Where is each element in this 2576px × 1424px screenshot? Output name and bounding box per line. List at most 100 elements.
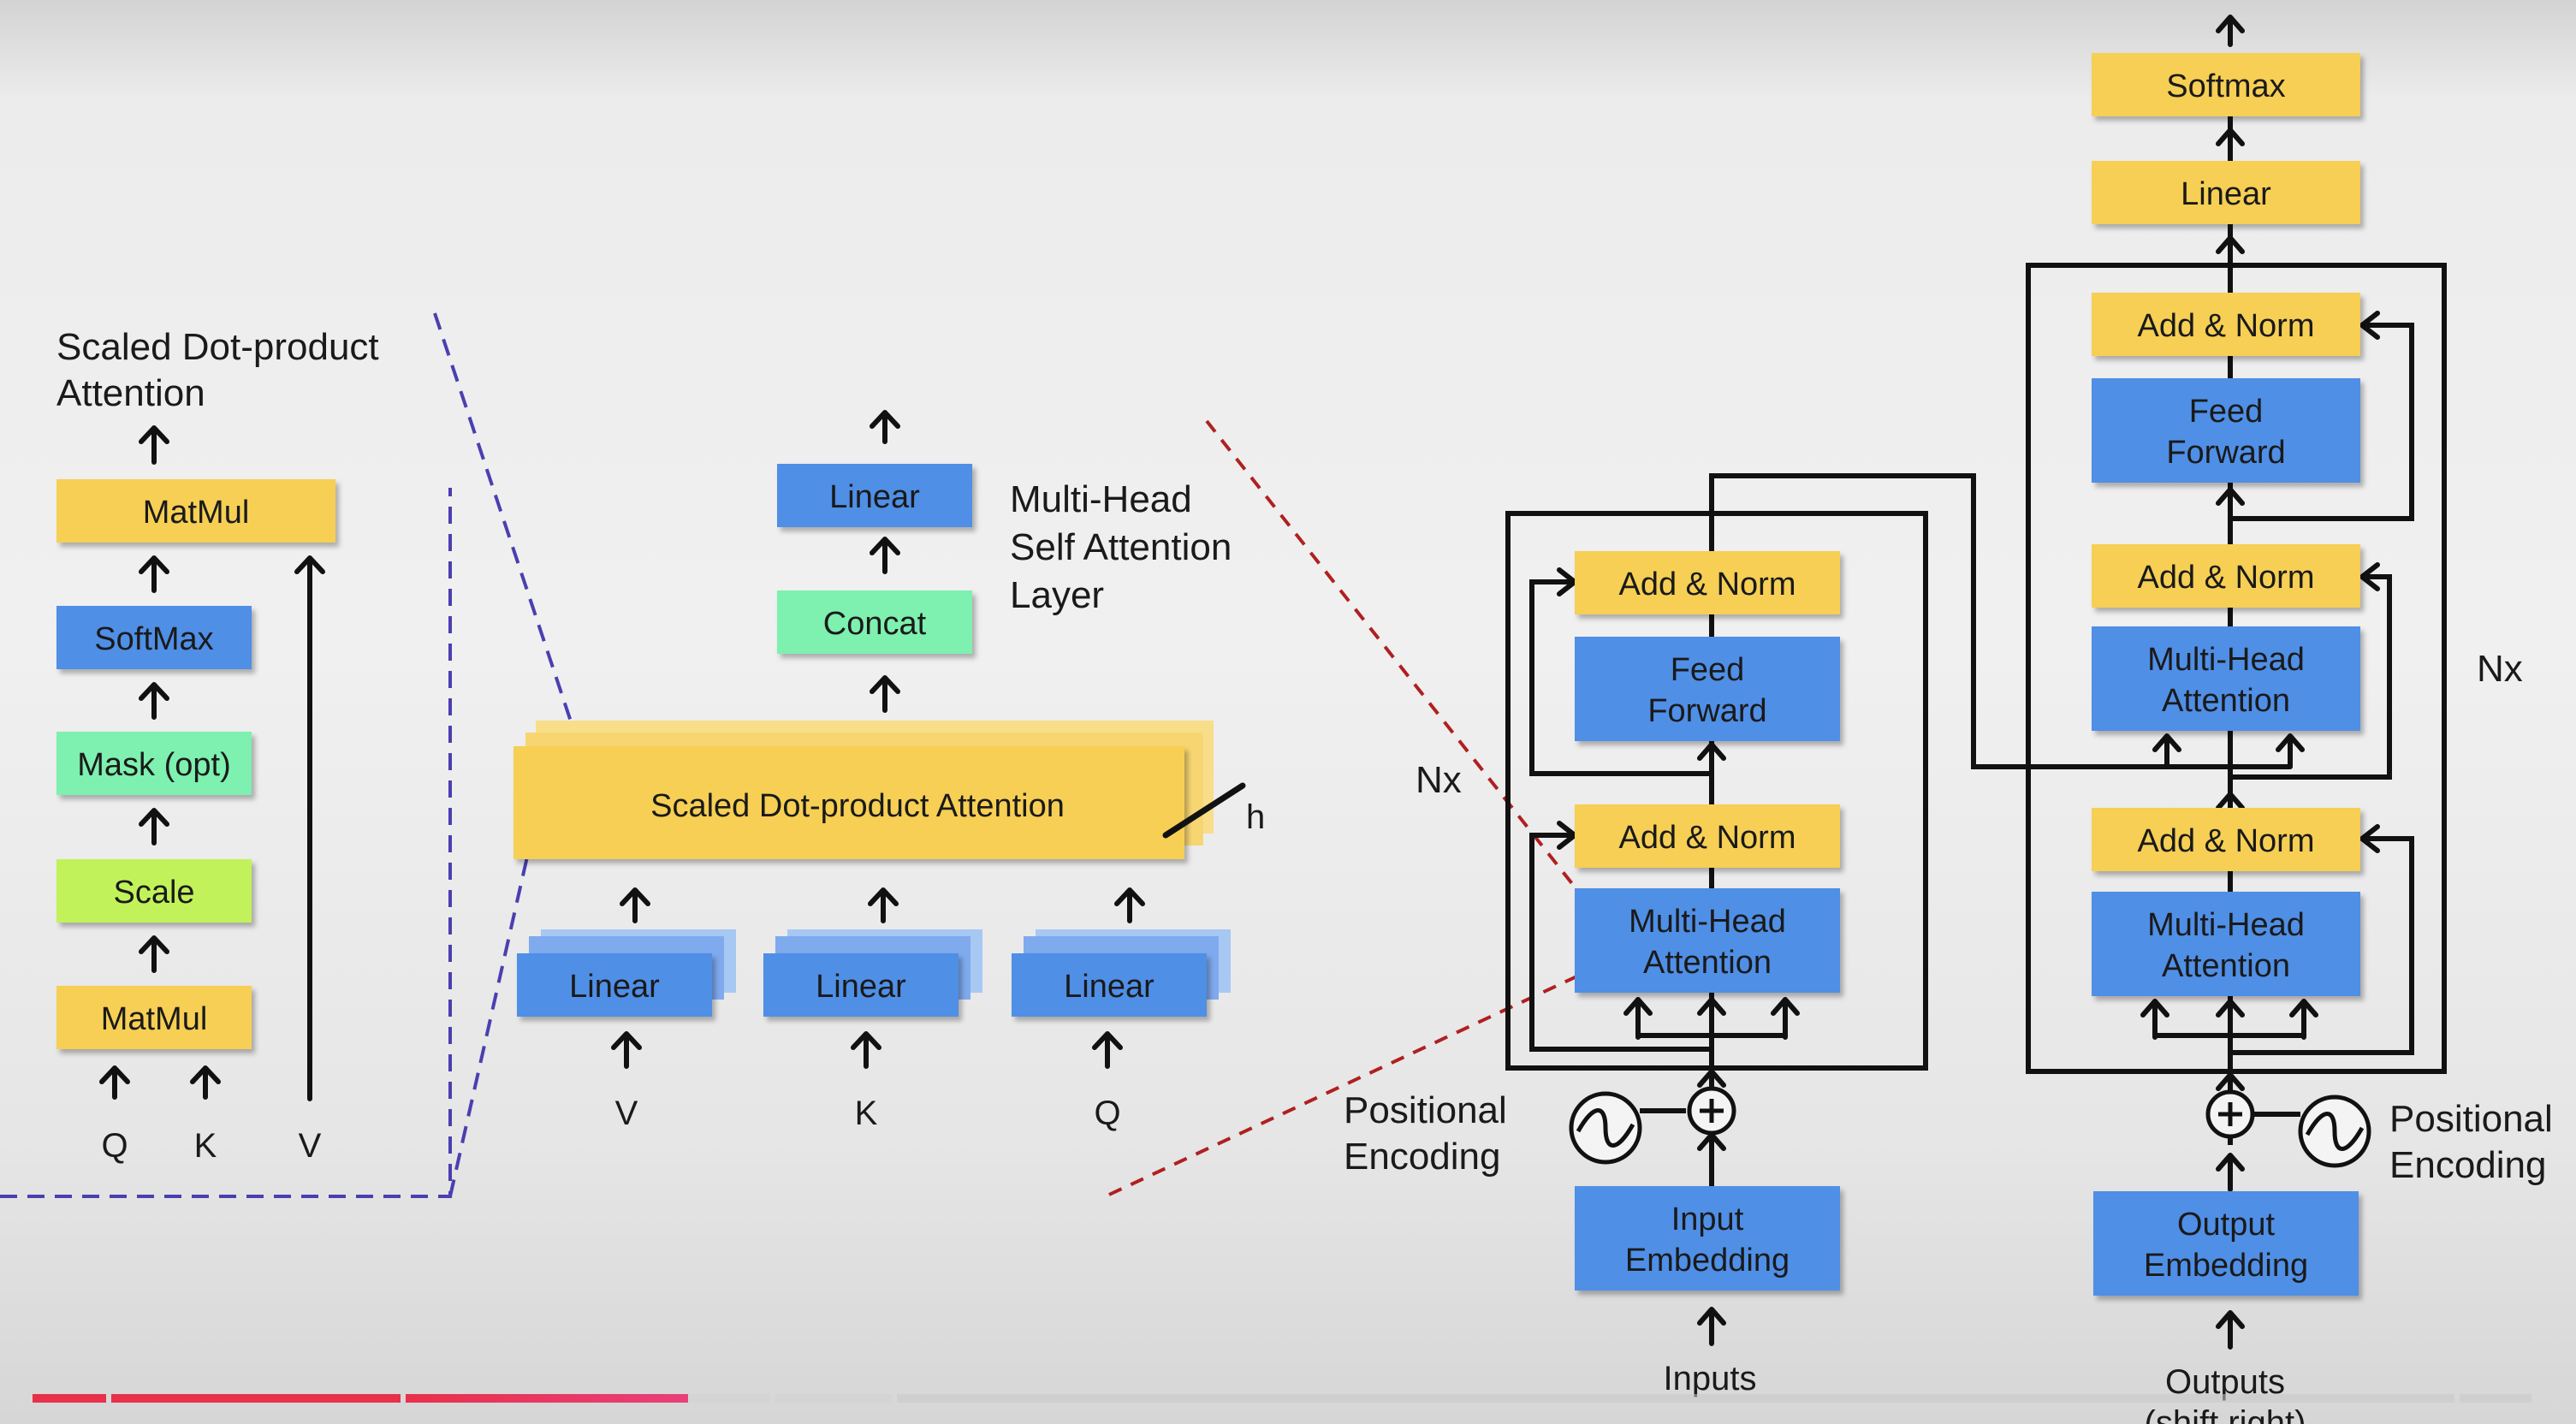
up-arrow-icon xyxy=(1623,997,1653,1040)
output-embedding-line1: Output xyxy=(2177,1207,2276,1243)
mh-input-k: K xyxy=(855,1095,878,1132)
mh-linear-out-label: Linear xyxy=(829,479,920,515)
matmul-bottom-label: MatMul xyxy=(101,1001,208,1037)
linear-k-stack: Linear xyxy=(763,929,982,1017)
sdpa-input-v: V xyxy=(299,1127,322,1165)
enc-add-icon xyxy=(1687,1086,1736,1136)
encoder-output-line xyxy=(1709,473,2167,769)
enc-ff-line2: Forward xyxy=(1647,693,1766,729)
decoder-nx: Nx xyxy=(2477,648,2523,690)
dec-add-norm-1: Add & Norm xyxy=(2092,808,2360,871)
up-arrow-icon xyxy=(190,1065,221,1100)
up-arrow-icon xyxy=(2216,999,2245,1040)
up-arrow-icon xyxy=(1697,742,1726,761)
zoom-line xyxy=(448,826,536,1197)
matmul-top-label: MatMul xyxy=(143,495,250,531)
inputs-label: Inputs xyxy=(1664,1360,1757,1397)
dec-pos-enc-line2: Encoding xyxy=(2389,1144,2546,1186)
up-arrow-icon xyxy=(2140,999,2169,1040)
enc-sine-icon xyxy=(1569,1091,1642,1165)
up-arrow-icon xyxy=(2216,487,2245,506)
enc-multi-head-attention: Multi-Head Attention xyxy=(1575,888,1840,993)
up-arrow-icon xyxy=(2276,733,2305,769)
sdpa-input-k: K xyxy=(194,1127,217,1165)
progress-remaining xyxy=(2460,1394,2531,1403)
up-arrow-icon xyxy=(2216,1072,2245,1091)
dec-add-norm-2-label: Add & Norm xyxy=(2138,560,2315,596)
dec-masked-attention: Multi-Head Attention xyxy=(2092,892,2360,996)
softmax-box: SoftMax xyxy=(56,606,252,669)
encoder-panel: Add & Norm Feed Forward Add & Norm Multi… xyxy=(1344,473,2167,1397)
mh-input-q: Q xyxy=(1094,1095,1120,1132)
up-arrow-icon xyxy=(1771,997,1800,1040)
up-arrow-icon xyxy=(1697,1132,1726,1189)
scale-label: Scale xyxy=(113,875,194,911)
progress-played xyxy=(33,1394,106,1403)
up-arrow-icon xyxy=(2216,1153,2245,1192)
video-progress-bar[interactable] xyxy=(33,1394,2531,1403)
progress-buffered xyxy=(775,1394,892,1403)
up-arrow-icon xyxy=(139,808,169,846)
residual-line xyxy=(1529,579,1712,776)
up-arrow-icon xyxy=(99,1065,130,1100)
up-arrow-icon xyxy=(1092,1031,1123,1069)
up-arrow-icon xyxy=(870,675,900,713)
sdpa-input-q: Q xyxy=(101,1127,128,1165)
up-arrow-icon xyxy=(139,425,169,465)
up-arrow-icon xyxy=(2216,1310,2245,1350)
input-embedding-box: Input Embedding xyxy=(1575,1186,1840,1290)
decoder-panel: Softmax Linear Add & Norm xyxy=(2026,15,2553,1424)
enc-pos-enc-line1: Positional xyxy=(1344,1089,1507,1131)
dec-feed-forward: Feed Forward xyxy=(2092,378,2360,483)
sdpa-stack: Scaled Dot-product Attention xyxy=(513,721,1214,859)
enc-mha-line1: Multi-Head xyxy=(1629,904,1786,940)
dec-cross-attention: Multi-Head Attention xyxy=(2092,626,2360,731)
residual-line xyxy=(1529,833,1712,1052)
up-arrow-icon xyxy=(2216,792,2245,810)
softmax-output-box: Softmax xyxy=(2092,53,2360,116)
encoder-nx: Nx xyxy=(1416,759,1462,801)
up-arrow-icon xyxy=(611,1031,642,1069)
output-embedding-box: Output Embedding xyxy=(2093,1191,2359,1296)
input-embedding-line2: Embedding xyxy=(1625,1243,1790,1279)
sdpa-detail-panel: Scaled Dot-product Attention MatMul Soft… xyxy=(0,326,452,1198)
residual-line xyxy=(2230,836,2414,1055)
dec-add-norm-3: Add & Norm xyxy=(2092,293,2360,356)
sdpa-block-label: Scaled Dot-product Attention xyxy=(650,788,1065,824)
dec-mha1-line1: Multi-Head xyxy=(2147,907,2305,943)
linear-q-stack: Linear xyxy=(1012,929,1231,1017)
dec-linear-label: Linear xyxy=(2181,176,2271,212)
heads-label: h xyxy=(1246,798,1265,836)
sdpa-detail-outline xyxy=(0,488,452,1198)
up-arrow-icon xyxy=(139,935,169,973)
up-arrow-icon xyxy=(620,887,650,923)
arrowhead-icon xyxy=(2359,311,2380,340)
enc-mha-line2: Attention xyxy=(1643,945,1772,981)
up-arrow-icon xyxy=(2152,733,2181,769)
up-arrow-icon xyxy=(2216,128,2245,146)
linear-v-stack: Linear xyxy=(517,929,736,1017)
scale-box: Scale xyxy=(56,859,252,923)
heads-slash xyxy=(1162,782,1246,839)
up-arrow-icon xyxy=(2216,235,2245,254)
enc-ff-line1: Feed xyxy=(1671,652,1745,688)
dec-softmax-label: Softmax xyxy=(2166,68,2285,104)
mhsa-label-line1: Multi-Head xyxy=(1010,478,1192,520)
dec-add-norm-2: Add & Norm xyxy=(2092,544,2360,608)
dec-mha2-line2: Attention xyxy=(2162,683,2290,719)
up-arrow-icon xyxy=(868,887,899,923)
enc-add-norm-top-label: Add & Norm xyxy=(1619,567,1796,602)
progress-buffered xyxy=(688,1394,770,1403)
softmax-label: SoftMax xyxy=(94,621,213,657)
dec-ff-line1: Feed xyxy=(2189,394,2264,430)
sdpa-title-line2: Attention xyxy=(56,372,205,414)
residual-line xyxy=(2230,323,2414,521)
dec-ff-line2: Forward xyxy=(2166,435,2285,471)
progress-played xyxy=(406,1394,688,1403)
output-embedding-line2: Embedding xyxy=(2144,1248,2308,1284)
dec-add-icon xyxy=(2205,1089,2255,1139)
mhsa-label-line2: Self Attention xyxy=(1010,526,1232,568)
up-arrow-icon xyxy=(2289,999,2318,1040)
up-arrow-icon xyxy=(139,555,169,593)
